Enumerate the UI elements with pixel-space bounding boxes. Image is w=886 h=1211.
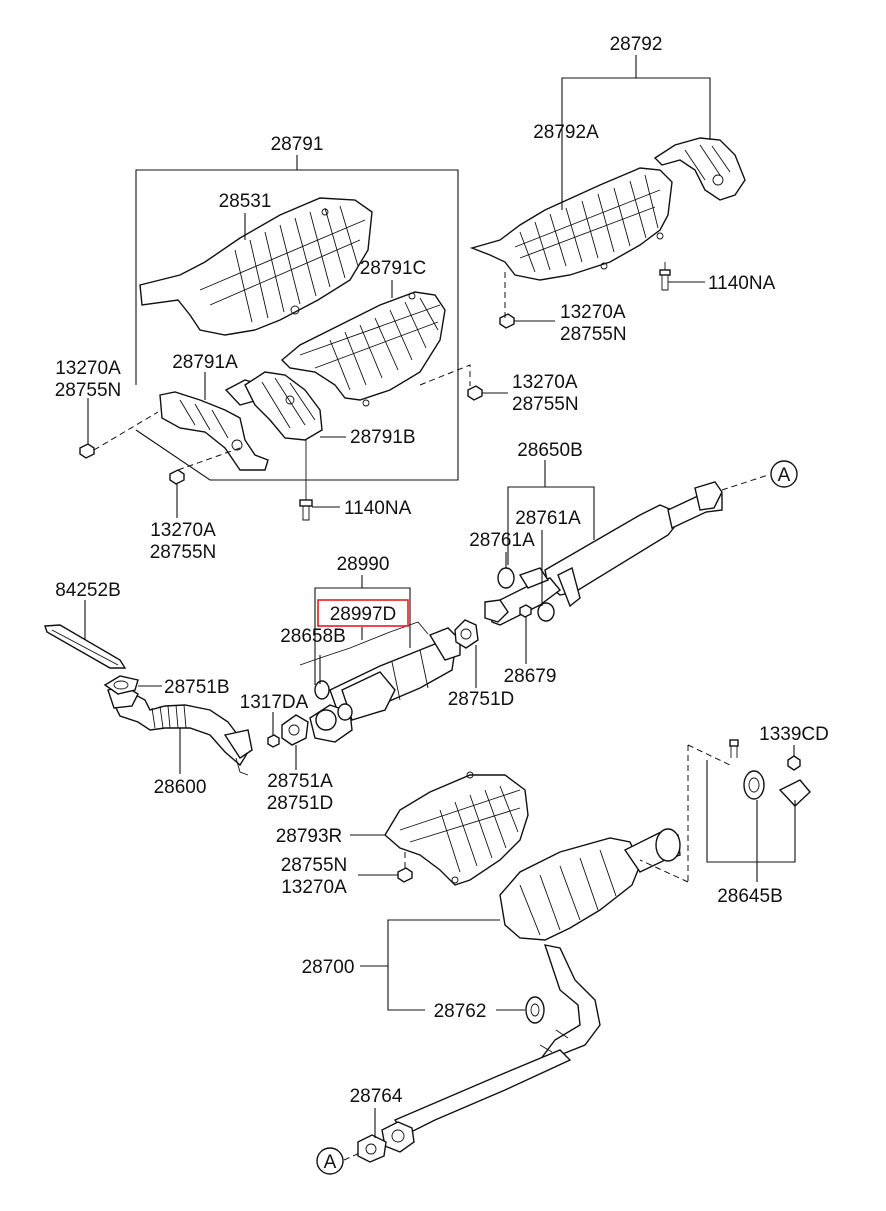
highlight-28997D — [317, 599, 409, 627]
hanger-28645B — [729, 739, 811, 807]
label-13270A-b: 13270A — [281, 877, 347, 898]
center-muffler-28650B — [484, 481, 723, 626]
heat-shield-28793R — [384, 771, 529, 886]
heat-shield-28791B — [244, 371, 323, 441]
connector-A-bottom-label: A — [324, 1152, 337, 1173]
label-28755N-bot: 28755N — [150, 542, 217, 563]
label-13270A-bot: 13270A — [150, 520, 216, 541]
gasket-28751A — [281, 714, 309, 746]
label-13270A-mid: 13270A — [512, 372, 578, 393]
label-28755N-mid: 28755N — [512, 394, 579, 415]
label-28645B: 28645B — [717, 886, 783, 907]
label-28751B: 28751B — [164, 677, 230, 698]
part-labels: 28792 28792A 28791 28531 28791C 1140NA 1… — [55, 34, 829, 1107]
part-84252B — [44, 624, 127, 669]
label-28791A: 28791A — [172, 352, 238, 373]
gasket-28764 — [357, 1134, 387, 1163]
label-1140NA-mid: 1140NA — [344, 498, 412, 519]
group-28791-box — [135, 169, 459, 481]
label-28751D-right: 28751D — [448, 689, 515, 710]
nut-13270A-bottom — [169, 469, 185, 485]
gasket-28751D — [454, 619, 479, 649]
label-28762: 28762 — [434, 1001, 487, 1022]
bolt-1140NA-mid — [299, 440, 313, 521]
label-28791: 28791 — [271, 134, 324, 155]
label-28755N-r1: 28755N — [560, 324, 627, 345]
label-28997D: 28997D — [330, 604, 397, 625]
label-28792A: 28792A — [533, 122, 599, 143]
leader-lines — [84, 55, 796, 1161]
catalytic-converter-28990 — [299, 621, 461, 743]
label-13270A-left: 13270A — [55, 358, 121, 379]
nut-13270A-left — [79, 443, 95, 459]
label-28531: 28531 — [219, 191, 272, 212]
connector-A-top-label: A — [778, 465, 791, 486]
label-1317DA: 1317DA — [240, 692, 309, 713]
connector-A-top: A — [770, 460, 798, 488]
nut-28679 — [519, 604, 532, 618]
label-28700: 28700 — [302, 957, 355, 978]
heat-shield-28531 — [139, 197, 373, 336]
label-28751A: 28751A — [267, 771, 333, 792]
bolt-1339CD — [787, 755, 801, 771]
bolt-1140NA-top — [659, 262, 671, 291]
label-28990: 28990 — [337, 554, 390, 575]
label-28755N-left: 28755N — [55, 380, 122, 401]
hanger-28762 — [525, 996, 545, 1024]
heat-shield-28791C — [280, 291, 446, 407]
label-28791B: 28791B — [350, 427, 416, 448]
label-28679: 28679 — [504, 666, 557, 687]
label-28650B: 28650B — [517, 440, 583, 461]
label-28755N-b: 28755N — [281, 855, 348, 876]
label-28764: 28764 — [350, 1086, 403, 1107]
rear-pipe-28764 — [381, 1029, 572, 1153]
gasket-28751B — [103, 675, 139, 695]
nut-1317DA — [267, 734, 280, 748]
connector-A-bottom: A — [316, 1147, 344, 1175]
label-1339CD: 1339CD — [759, 724, 829, 745]
label-28793R: 28793R — [276, 826, 343, 847]
label-28658B: 28658B — [280, 626, 346, 647]
heat-shield-28792A — [469, 137, 746, 281]
label-13270A-r1: 13270A — [560, 302, 626, 323]
nut-13270A-top — [499, 313, 515, 329]
label-28751D: 28751D — [267, 793, 334, 814]
label-28791C: 28791C — [360, 258, 427, 279]
nut-13270A-mid — [467, 385, 483, 401]
label-28761A-2: 28761A — [469, 530, 535, 551]
label-28600: 28600 — [154, 777, 207, 798]
label-28761A-1: 28761A — [515, 508, 581, 529]
label-84252B: 84252B — [55, 580, 121, 601]
rear-muffler-28700 — [499, 828, 681, 1062]
label-28792: 28792 — [610, 34, 663, 55]
label-1140NA-top: 1140NA — [708, 273, 776, 294]
nut-28755N-bottom — [397, 867, 413, 883]
